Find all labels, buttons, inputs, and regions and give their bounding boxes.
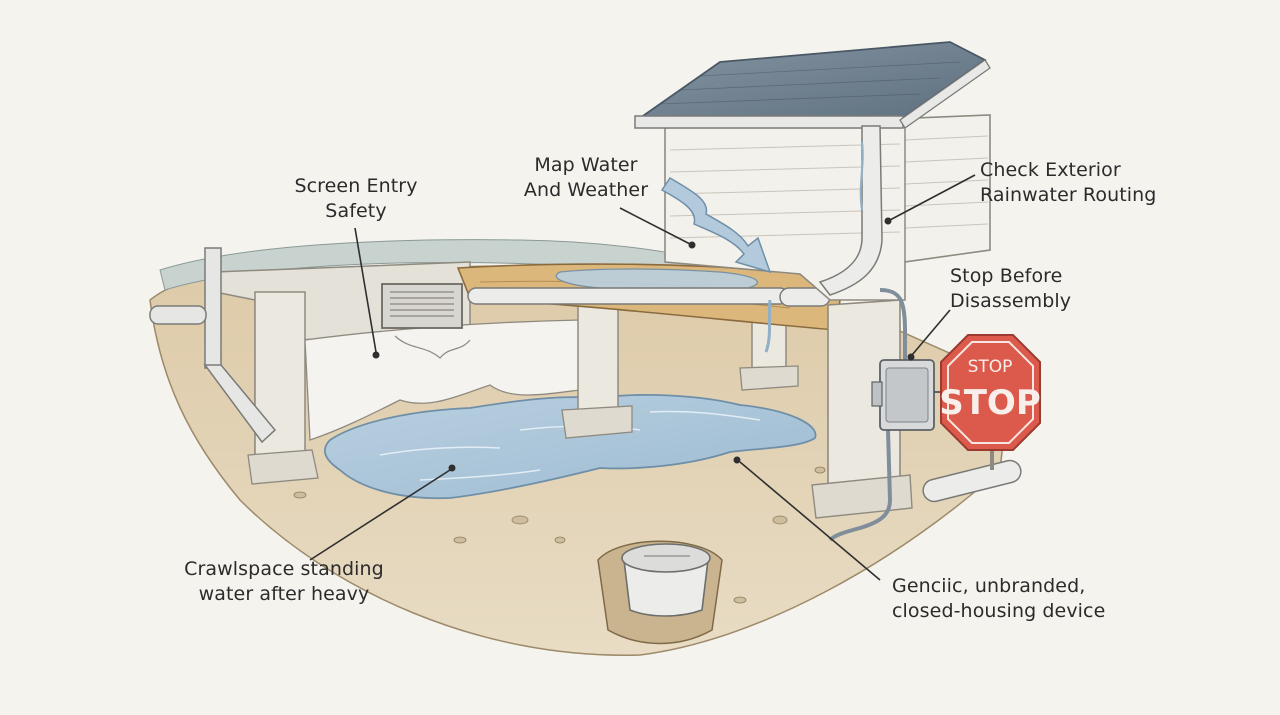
callout-line: Genciic, unbranded, [892,575,1086,597]
callout-line: Map Water [534,154,638,176]
closed-housing-device [871,359,942,431]
callout-stop-before-disassembly: Stop Before Disassembly [950,264,1110,314]
callout-line: Disassembly [950,290,1072,312]
callout-map-water-weather: Map Water And Weather [516,153,656,203]
horizontal-pipe [467,287,789,305]
stop-sign-top-text: STOP [968,357,1013,377]
right-drain-pipe [922,459,1022,503]
callout-line: Screen Entry [294,175,418,197]
center-pier [577,304,619,416]
callout-line: Crawlspace standing [184,558,384,580]
left-downspout [204,247,222,369]
electrical-conduit [879,288,907,360]
water-flow-arrow [660,176,772,274]
leader-screen-entry [354,227,377,353]
callout-line: water after heavy [198,583,370,605]
callout-line: And Weather [523,179,649,201]
left-pipe-stub [149,305,207,325]
stop-sign-octagon [940,334,1041,451]
leader-check-exterior [889,174,976,221]
callout-line: Safety [325,200,387,222]
leader-generic-device [739,461,881,581]
leader-standing-water [309,469,451,561]
callout-line: Check Exterior [980,159,1121,181]
callout-screen-entry-safety: Screen Entry Safety [286,174,426,224]
callout-line: Rainwater Routing [980,184,1157,206]
sump-bucket [621,543,711,617]
callout-check-exterior-routing: Check Exterior Rainwater Routing [980,158,1180,208]
callout-generic-device: Genciic, unbranded, closed-housing devic… [892,574,1132,624]
foundation-vent [381,283,463,329]
callout-line: closed-housing device [892,600,1106,622]
leader-stop-before [911,309,951,356]
right-downspout [818,125,883,296]
stop-sign-main-text: STOP [939,383,1041,423]
callout-crawlspace-standing-water: Crawlspace standing water after heavy [170,557,398,607]
leader-map-water [619,207,691,245]
callout-line: Stop Before [950,265,1063,287]
